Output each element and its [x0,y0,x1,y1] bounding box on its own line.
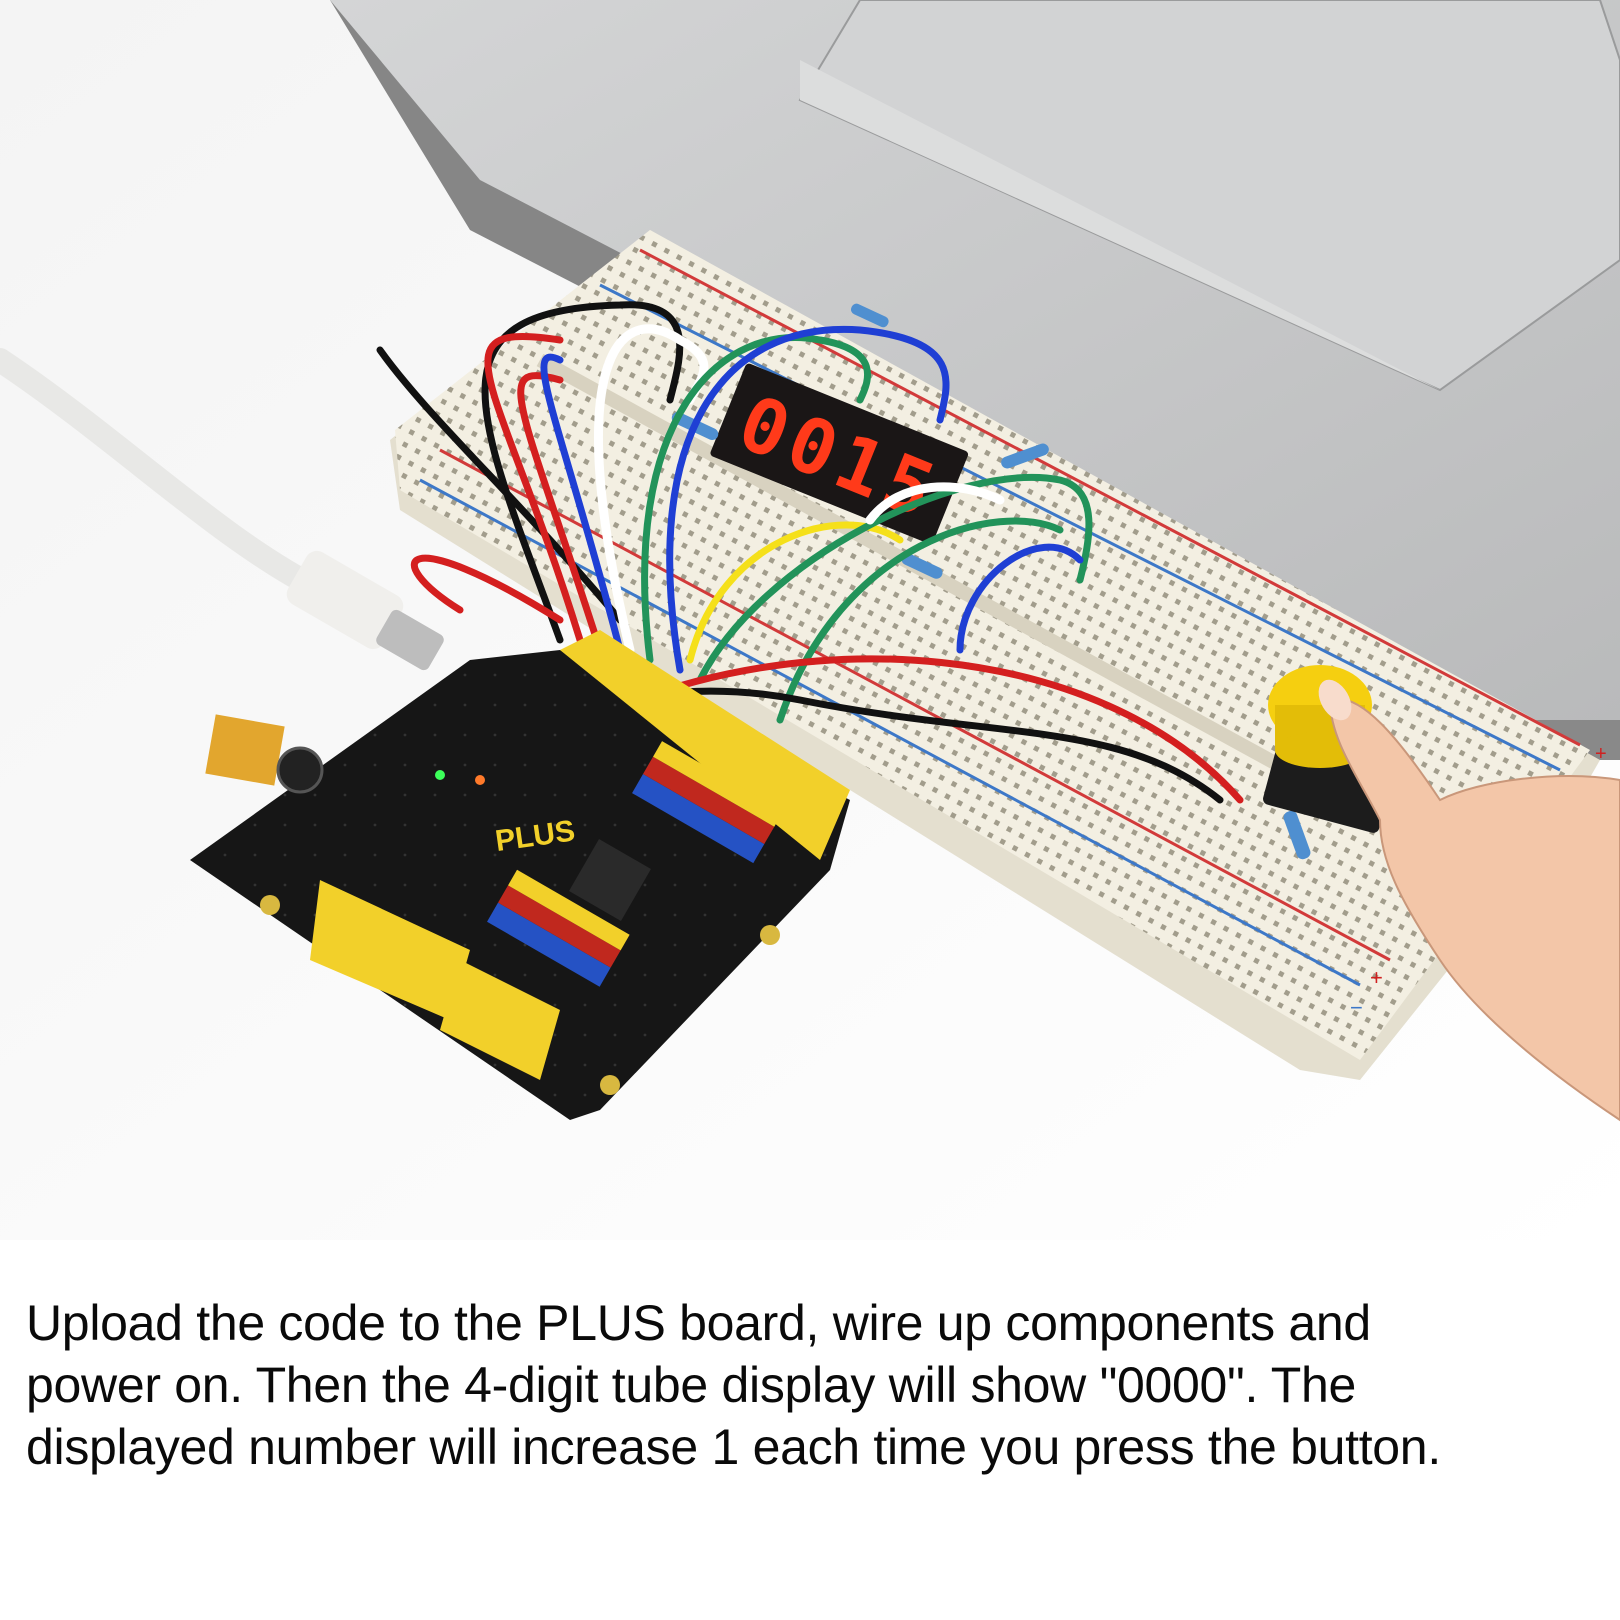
caption-line-1: Upload the code to the PLUS board, wire … [26,1295,1371,1351]
svg-text:+: + [1595,743,1607,765]
usb-cable [0,348,444,671]
laptop [330,0,1620,760]
instruction-caption: Upload the code to the PLUS board, wire … [26,1292,1606,1478]
caption-line-2: power on. Then the 4-digit tube display … [26,1357,1357,1413]
caption-line-3: displayed number will increase 1 each ti… [26,1419,1441,1475]
project-photo: + − + 0015 [0,0,1620,1240]
plus-board: PLUS [190,630,850,1120]
rail-plus-mark: + [1370,965,1383,990]
hand [1318,679,1620,1122]
resistors [671,303,1311,860]
rail-minus-mark: − [1350,995,1363,1020]
breadboard: + − + [390,230,1607,1080]
push-button [1263,665,1397,833]
